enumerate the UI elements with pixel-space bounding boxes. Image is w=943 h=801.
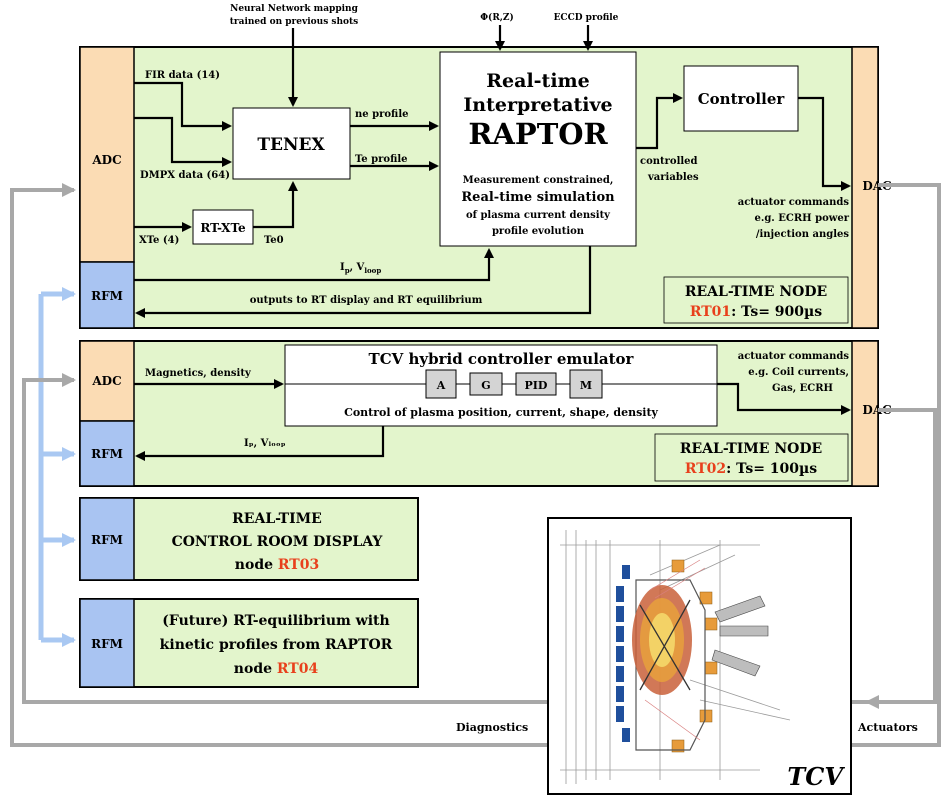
node1-actuator-line2: e.g. ECRH power <box>754 213 849 224</box>
block-pid <box>515 372 557 396</box>
controlled-variables-line2: variables <box>647 172 699 183</box>
node2-ip-vloop-label: Iₚ, Vₗₒₒₚ <box>244 438 286 449</box>
nn-mapping-line2: trained on previous shots <box>230 17 359 27</box>
node2-actuator-line1: actuator commands <box>738 351 850 362</box>
fir-data-label: FIR data (14) <box>145 70 220 81</box>
node1-rfm-block <box>79 261 135 329</box>
node4-rfm-label: RFM <box>91 637 123 651</box>
rtxte-label: RT-XTe <box>200 221 246 235</box>
node1-rfm-label: RFM <box>91 289 123 303</box>
raptor-desc-line4: profile evolution <box>492 226 585 237</box>
node1-adc-block <box>79 46 135 263</box>
controlled-variables-line1: controlled <box>640 156 698 167</box>
magnetics-label: Magnetics, density <box>145 368 252 379</box>
arrow-fir <box>134 81 232 131</box>
node4-rfm-block <box>79 598 135 688</box>
arrow-outputs <box>135 246 592 318</box>
node4-line3: node RT04 <box>234 661 319 677</box>
arrow-hybrid-dac <box>717 382 851 415</box>
node2-dac-block <box>851 340 879 487</box>
node1-actuator-line3: /injection angles <box>756 229 850 240</box>
node3-rfm-block <box>79 497 135 581</box>
raptor-desc-line2: Real-time simulation <box>461 190 615 205</box>
nn-mapping-line1: Neural Network mapping <box>230 4 358 14</box>
node2-actuator-line3: Gas, ECRH <box>772 383 833 394</box>
loop-node1-dac <box>10 183 941 747</box>
raptor-title-line2: Interpretative <box>463 94 612 116</box>
loop-diagnostics <box>22 373 548 704</box>
raptor-desc-line3: of plasma current density <box>466 210 611 221</box>
node1-actuator-line1: actuator commands <box>738 197 850 208</box>
node2-rfm-block <box>79 420 135 487</box>
rtxte-box <box>192 209 254 245</box>
controller-box <box>683 65 799 132</box>
node2-id-ts: RT02: Ts= 100µs <box>685 461 817 477</box>
node2-adc-label: ADC <box>91 374 121 388</box>
block-pid-label: PID <box>525 379 548 392</box>
actuators-label: Actuators <box>857 721 918 734</box>
raptor-title-line1: Real-time <box>486 70 589 92</box>
tcv-label: TCV <box>787 762 845 791</box>
te-profile-label: Te profile <box>355 154 408 165</box>
node1-id-ts: RT01: Ts= 900µs <box>690 304 822 320</box>
block-m <box>569 369 603 399</box>
node4-line2: kinetic profiles from RAPTOR <box>160 637 393 653</box>
raptor-box <box>439 51 637 247</box>
arrow-node2-ip <box>135 426 385 461</box>
te0-label: Te0 <box>264 235 284 246</box>
block-g-label: G <box>481 379 490 392</box>
node1-adc-label: ADC <box>91 153 121 167</box>
node1-id-box <box>663 276 849 324</box>
ip-vloop-label: Ip, Vloop <box>340 262 381 275</box>
tenex-box <box>232 107 351 180</box>
node1-id-label: REAL-TIME NODE <box>685 284 827 300</box>
node2-id-label: REAL-TIME NODE <box>680 441 822 457</box>
arrow-ip-vloop <box>134 248 494 282</box>
xte-label: XTe (4) <box>139 235 179 246</box>
tcv-illustration: TCV <box>547 517 852 795</box>
node2-rfm-label: RFM <box>91 447 123 461</box>
node2-dac-label: DAC <box>862 403 891 417</box>
arrow-fir-branch <box>134 116 232 167</box>
tenex-label: TENEX <box>257 135 325 155</box>
dmpx-data-label: DMPX data (64) <box>140 170 230 181</box>
node2-actuator-line2: e.g. Coil currents, <box>748 367 849 378</box>
node3-line1: REAL-TIME <box>232 511 322 527</box>
node1-dac-label: DAC <box>862 179 891 193</box>
node1-dac-block <box>851 46 879 329</box>
arrow-controlled <box>636 93 683 150</box>
node3-line3: node RT03 <box>235 557 319 573</box>
rfm-bus <box>38 287 76 647</box>
node4-panel <box>79 598 419 688</box>
controller-label: Controller <box>698 90 786 108</box>
node1-arrows <box>134 25 851 318</box>
node3-rfm-label: RFM <box>91 533 123 547</box>
node2-arrows <box>134 379 851 461</box>
phi-rz-label: Φ(R,Z) <box>480 12 514 23</box>
hybrid-controller-desc: Control of plasma position, current, sha… <box>344 406 658 419</box>
block-m-label: M <box>580 379 592 392</box>
node2-adc-block <box>79 340 135 422</box>
block-a <box>425 369 457 399</box>
block-g <box>469 372 503 396</box>
arrow-controller-dac <box>798 96 851 191</box>
raptor-desc-line1: Measurement constrained, <box>463 175 614 186</box>
node4-line1: (Future) RT-equilibrium with <box>162 613 389 629</box>
node2-id-box <box>654 433 849 482</box>
diagnostics-label: Diagnostics <box>456 721 528 734</box>
arrow-te0 <box>253 181 298 229</box>
hybrid-controller-title: TCV hybrid controller emulator <box>369 350 635 368</box>
ne-profile-label: ne profile <box>355 109 408 120</box>
raptor-title-line3: RAPTOR <box>468 117 608 151</box>
node3-line2: CONTROL ROOM DISPLAY <box>172 534 384 550</box>
block-a-label: A <box>436 379 446 392</box>
eccd-profile-label: ECCD profile <box>554 13 619 23</box>
outputs-label: outputs to RT display and RT equilibrium <box>250 295 483 306</box>
